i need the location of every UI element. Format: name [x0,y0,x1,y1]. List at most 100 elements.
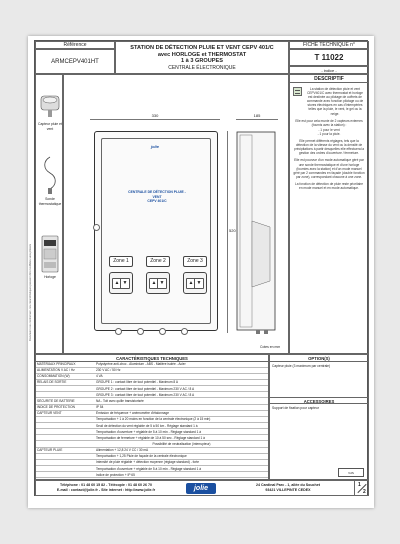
zone-3-down-key[interactable]: ▼ [194,278,204,289]
zone-label-3: Zone 3 [183,256,207,267]
table-row-value: Alimentation + 12,8 24 V CC / 30 mA [96,448,149,453]
reference-value: ARMCEPV401HT [51,59,99,65]
table-row-key: INDICE DE PROTECTION [37,405,75,410]
table-row-value: Émission de fréquence + anémomètre d'éta… [96,411,169,416]
table-row: Temporisation + 1 à 20 moins en fonction… [36,417,268,424]
table-row: GROUPE 2 : contact libre de tout potenti… [36,387,268,393]
drawing-area: 330 185 520 jolie CENTRALE DE DÉTECTION … [63,74,289,354]
title-line4: CENTRALE ÉLECTRONIQUE [168,64,236,71]
table-row-value: GROUPE 3 : contact libre de tout potenti… [96,392,195,397]
fiche-label-box: FICHE TECHNIQUE n° [289,41,369,49]
descriptif-paragraph-7: La fonction de détection de pluie reste … [294,181,364,190]
left-panel: Capteur pluie et vent Sonde thermostatiq… [35,74,63,354]
accessoires-text: Support de fixation pour capteur [272,406,319,410]
table-row: CAPTEUR VENT Émission de fréquence + aném… [36,411,268,417]
table-row: Seuil de détection du vent réglable de 5… [36,424,268,430]
caracteristiques-panel: CARACTÉRISTIQUES TECHNIQUES MATÉRIAUX PR… [35,354,269,480]
zone-label-1: Zone 1 [109,256,133,267]
footer-email: E-mail : contact@jolie.fr - Site interne… [56,488,156,492]
fiche-value-box: T 11022 [289,49,369,66]
table-row-value: Temporisation + 1,25 Pluie de façade de … [96,454,187,459]
page-frame: Référence ARMCEPV401HT STATION DE DÉTECT… [29,40,369,496]
descriptif-paragraph-6: Elle est pourvue d'un mode automatique g… [293,158,365,179]
indice: - indice - [321,68,337,73]
table-row: Temporisation d'ouverture + réglable de … [36,430,268,436]
table-row: Temporisation d'ouverture + réglable de … [36,467,268,473]
options-panel: OPTION(S) Capteur pluie (3 maximum par c… [269,354,369,480]
descriptif-text: La station de détection pluie et vent CE… [293,87,365,190]
caption-sensor: Capteur pluie et vent [38,122,62,131]
caption-probe: Sonde thermostatique [38,197,62,206]
cable-gland-4 [181,328,188,335]
reference-label-box: Référence [35,41,115,49]
table-row: Intensité de pluie réglable + détection … [36,460,268,467]
table-row-key: CAPTEUR PLUIE [37,448,63,453]
descriptif-paragraph-3: - 1 pour le vent [318,127,340,132]
cable-gland-3 [159,328,166,335]
fiche-value: T 11022 [314,53,344,62]
zone-3-command-pad[interactable]: ▲ ▼ [183,272,207,294]
cable-gland-2 [137,328,144,335]
panel-text: CENTRALE DE DÉTECTION PLUIE - VENT CEPV … [125,190,189,204]
rain-wind-sensor-image [40,95,60,117]
title-line2: avec HORLOGE et THERMOSTAT [157,51,247,58]
fiche-label: FICHE TECHNIQUE n° [303,42,355,48]
zone-2-command-pad[interactable]: ▲ ▼ [146,272,170,294]
footer: Téléphone : 01 48 60 15 82 - Télécopie :… [35,480,369,496]
table-row: Temporisation + 1,25 Pluie de façade de … [36,454,268,460]
zone-1-command-pad[interactable]: ▲ ▼ [109,272,133,294]
zone-1-down-key[interactable]: ▼ [120,278,130,289]
table-row-value: Intensité de pluie réglable + détection … [96,460,200,465]
reference-label: Référence [63,42,87,48]
title-line1: STATION DE DÉTECTION PLUIE ET VENT CEPV … [130,45,274,51]
dim-height-line [227,131,228,333]
hinge-screw [93,224,100,231]
table-row: Indice de protection + IP 65 [36,473,268,479]
footer-phone: Téléphone : 01 48 60 15 82 - Télécopie :… [59,483,153,487]
table-row-value: Temporisation de fermeture + réglable de… [96,435,205,440]
page-number-box: 1 2 [354,481,369,496]
table-row-key: ALIMENTATION V AC / Hz [37,368,75,373]
table-row-value: Temporisation d'ouverture + réglable de … [96,429,202,434]
table-row-value: NA - Toit avec quille transistorisée [96,398,144,403]
table-row-key: CAPTEUR VENT [37,411,62,416]
descriptif-paragraph-4: - 1 pour la pluie. [317,131,341,136]
enclosure-door [101,138,211,324]
options-heading: OPTION(S) [270,355,368,362]
table-row-key: MATÉRIAUX PRINCIPAUX [37,362,76,366]
cable-gland-1 [115,328,122,335]
vertical-note-wrap: Document non contractuel - les caractéri… [27,211,37,341]
table-row-value: IP 54 [96,405,104,410]
footer-address2: 93421 VILLEPINTE CEDEX [265,488,311,492]
descriptif-paragraph-1: La station de détection pluie et vent CE… [306,87,364,116]
footer-logo: jolie [186,483,216,494]
vertical-note: Document non contractuel - les caractéri… [29,243,32,341]
zone-2-down-key[interactable]: ▼ [157,278,167,289]
footer-address1: 24 Cardinal Parc - 1, allée du Souchet [256,483,320,487]
dim-width: 330 [151,113,159,118]
page-total: 2 [363,489,366,495]
accessoires-heading: ACCESSOIRES [270,397,368,404]
horloge-image [41,235,59,273]
table-row: CAPTEUR PLUIE Alimentation + 12,8 24 V CC… [36,448,268,454]
table-row: Temporisation de fermeture + réglable de… [36,436,268,442]
table-row-value: 4 VA [96,374,103,379]
table-row-value: Seuil de détection du vent réglable de 5… [96,423,198,428]
table-row: Possibilité de neutralisation (interrupt… [36,442,268,448]
cotes-note: Cotes en mm [260,345,281,349]
dim-width-line [90,119,220,120]
reference-value-box: ARMCEPV401HT [35,49,115,74]
table-row: GROUPE 3 : contact libre de tout potenti… [36,393,268,399]
table-row: CONSOMMATION (W)4 VA [36,374,268,380]
caracteristiques-heading: CARACTÉRISTIQUES TECHNIQUES [36,355,268,362]
title-box: STATION DE DÉTECTION PLUIE ET VENT CEPV … [115,41,289,74]
title-line3: 1 à 3 GROUPES [181,58,223,64]
enclosure-logo: jolie [151,144,160,149]
document-page: Référence ARMCEPV401HT STATION DE DÉTECT… [28,36,374,508]
table-row-value: Temporisation + 1 à 20 moins en fonction… [96,417,211,422]
table-row-value: GROUPE 1 : contact libre de tout potenti… [96,380,179,385]
table-row-value: Indice de protection + IP 65 [96,472,135,477]
